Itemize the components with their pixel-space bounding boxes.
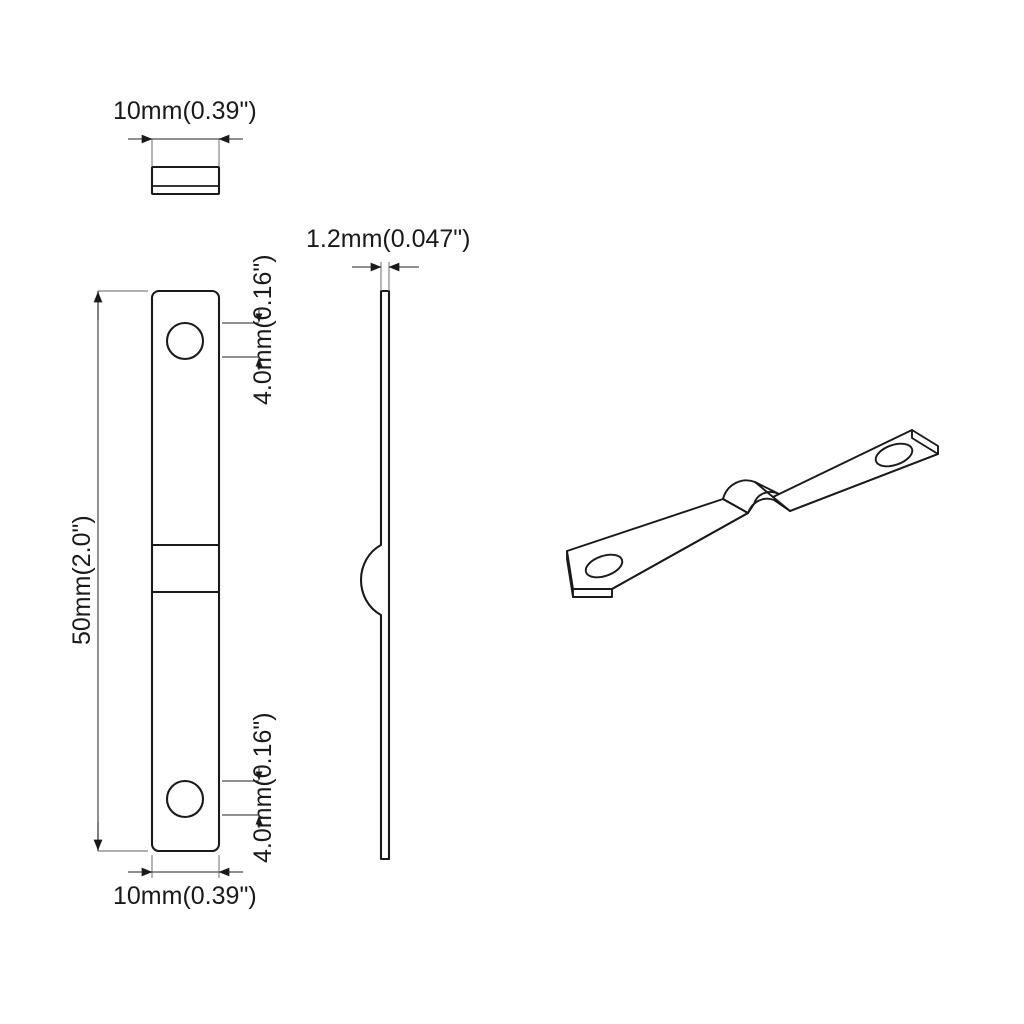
iso-left-wing-hole <box>584 553 624 579</box>
thickness-dimension <box>352 262 419 291</box>
top-width-dimension-label: 10mm(0.39") <box>113 97 257 125</box>
side-view-profile <box>359 289 391 861</box>
bottom-width-dimension <box>128 855 243 878</box>
upper-hole-dimension-label: 4.0mm(0.16") <box>249 254 277 405</box>
front-view-hole-lower <box>165 779 205 819</box>
front-view-hole-upper <box>165 321 205 361</box>
isometric-view-group <box>566 429 939 598</box>
iso-left-wing-top-face <box>566 498 749 590</box>
thickness-dimension-label: 1.2mm(0.047") <box>306 225 471 253</box>
iso-right-wing-hole <box>874 442 914 468</box>
iso-right-wing-top-face <box>772 429 939 512</box>
lower-hole-dimension-label: 4.0mm(0.16") <box>249 712 277 863</box>
lower-hole-dimension <box>222 768 263 828</box>
top-view-body-rect <box>150 165 221 196</box>
iso-knuckle-inner-curve <box>747 497 791 514</box>
iso-strap-lower-edge-left <box>611 512 749 590</box>
iso-knuckle-barrel <box>722 479 780 514</box>
iso-knuckle-seam <box>754 481 774 498</box>
overall-length-dimension-label: 50mm(2.0") <box>68 515 96 645</box>
front-view-group <box>150 289 221 853</box>
side-view-group <box>359 289 391 861</box>
overall-length-dimension <box>93 290 148 852</box>
iso-strap-lower-edge-right <box>789 453 939 512</box>
upper-hole-dimension <box>222 310 263 370</box>
front-view-plate-outline <box>150 289 221 853</box>
top-view-group <box>128 134 243 196</box>
iso-right-wing-thickness-edge <box>911 429 939 455</box>
bottom-width-dimension-label: 10mm(0.39") <box>113 882 257 910</box>
